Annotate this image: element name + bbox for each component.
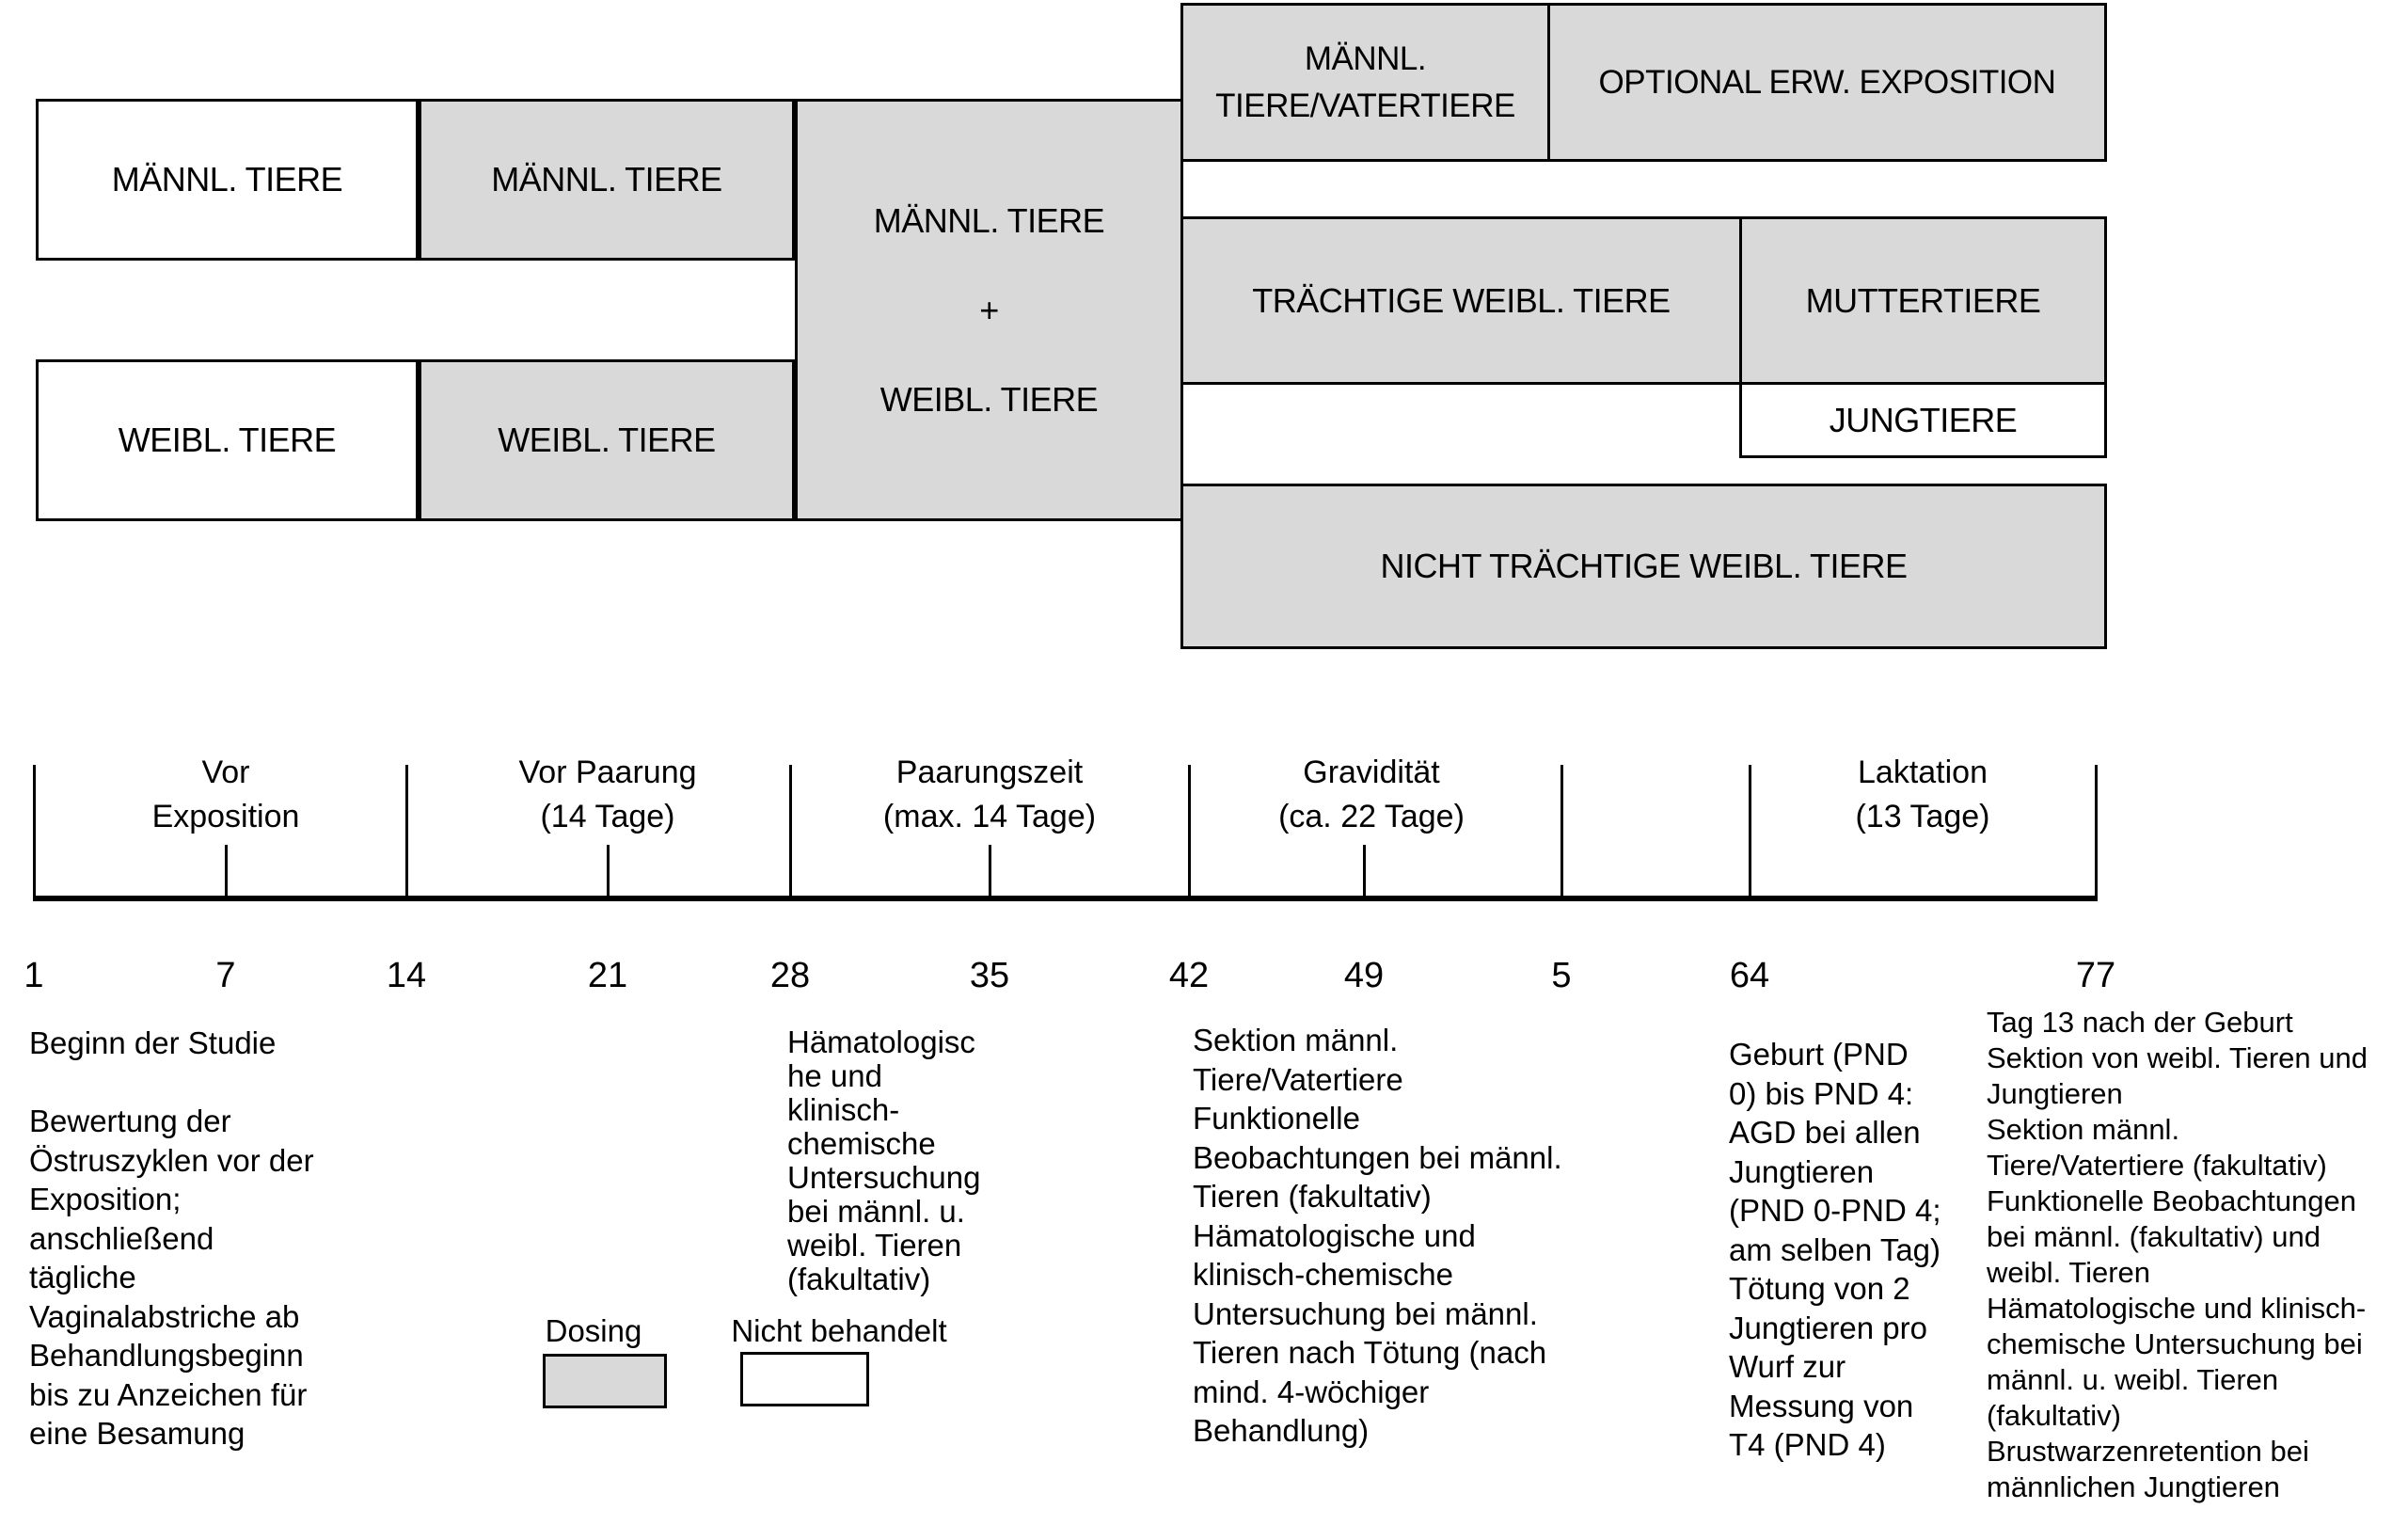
box-dams: MUTTERTIERE (1739, 216, 2107, 385)
box-pregnant-females: TRÄCHTIGE WEIBL. TIERE (1180, 216, 1742, 385)
phase-label-graviditaet: Gravidität (ca. 22 Tage) (1278, 755, 1465, 834)
note-column-males-necropsy: Sektion männl. Tiere/Vatertiere Funktion… (1193, 1023, 1562, 1448)
day-number-28: 28 (769, 956, 811, 995)
box-nonpregnant-females: NICHT TRÄCHTIGE WEIBL. TIERE (1180, 484, 2107, 649)
box-females-pre-exposure: WEIBL. TIERE (36, 359, 419, 521)
timeline-tick-day-64 (1749, 765, 1751, 901)
box-males-sires: MÄNNL. TIERE/VATERTIERE (1180, 3, 1550, 162)
timeline-tick-day-56 (1560, 765, 1563, 901)
day-number-49: 49 (1343, 956, 1385, 995)
timeline-tick-day-77 (2095, 765, 2098, 901)
day-number-64: 64 (1729, 956, 1770, 995)
day-number-77: 77 (2075, 956, 2116, 995)
timeline-tick-day-49 (1363, 845, 1366, 901)
phase-label-vor-exposition: Vor Exposition (151, 755, 300, 834)
note-column-birth-pnd: Geburt (PND 0) bis PND 4: AGD bei allen … (1729, 1037, 1941, 1462)
timeline-tick-day-14 (405, 765, 408, 901)
day-number-14: 14 (386, 956, 427, 995)
timeline-tick-day-7 (225, 845, 228, 901)
note-column-study-start: Beginn der Studie Bewertung der Östruszy… (29, 1025, 314, 1451)
day-number-1: 1 (24, 956, 44, 995)
note-column-day13-postpartum: Tag 13 nach der Geburt Sektion von weibl… (1987, 1006, 2368, 1503)
day-number-21: 21 (587, 956, 628, 995)
legend-untreated-label: Nicht behandelt (731, 1313, 947, 1348)
phase-label-vor-paarung: Vor Paarung (14 Tage) (518, 755, 697, 834)
timeline-tick-day-21 (607, 845, 610, 901)
box-males-treated: MÄNNL. TIERE (419, 99, 795, 261)
box-optional-adult-exposure: OPTIONAL ERW. EXPOSITION (1547, 3, 2107, 162)
legend-dosing-swatch (543, 1354, 667, 1408)
legend-dosing-label: Dosing (545, 1313, 642, 1348)
box-males-pre-exposure: MÄNNL. TIERE (36, 99, 419, 261)
day-number-7: 7 (215, 956, 236, 995)
box-pups: JUNGTIERE (1739, 382, 2107, 458)
timeline-tick-day-42 (1188, 765, 1191, 901)
day-number-42: 42 (1168, 956, 1210, 995)
legend-untreated-swatch (740, 1352, 869, 1406)
box-pairing-males-plus-females: MÄNNL. TIERE + WEIBL. TIERE (795, 99, 1183, 521)
day-number-35: 35 (969, 956, 1010, 995)
day-number-5: 5 (1551, 956, 1572, 995)
timeline-axis (34, 896, 2098, 901)
timeline-tick-day-35 (989, 845, 991, 901)
phase-label-paarungszeit: Paarungszeit (max. 14 Tage) (882, 755, 1097, 834)
timeline-tick-day-1 (33, 765, 36, 901)
phase-label-laktation: Laktation (13 Tage) (1855, 755, 1990, 834)
box-females-treated: WEIBL. TIERE (419, 359, 795, 521)
timeline-tick-day-28 (789, 765, 792, 901)
note-column-haematology-day28: Hämatologisc he und klinisch- chemische … (787, 1025, 981, 1296)
